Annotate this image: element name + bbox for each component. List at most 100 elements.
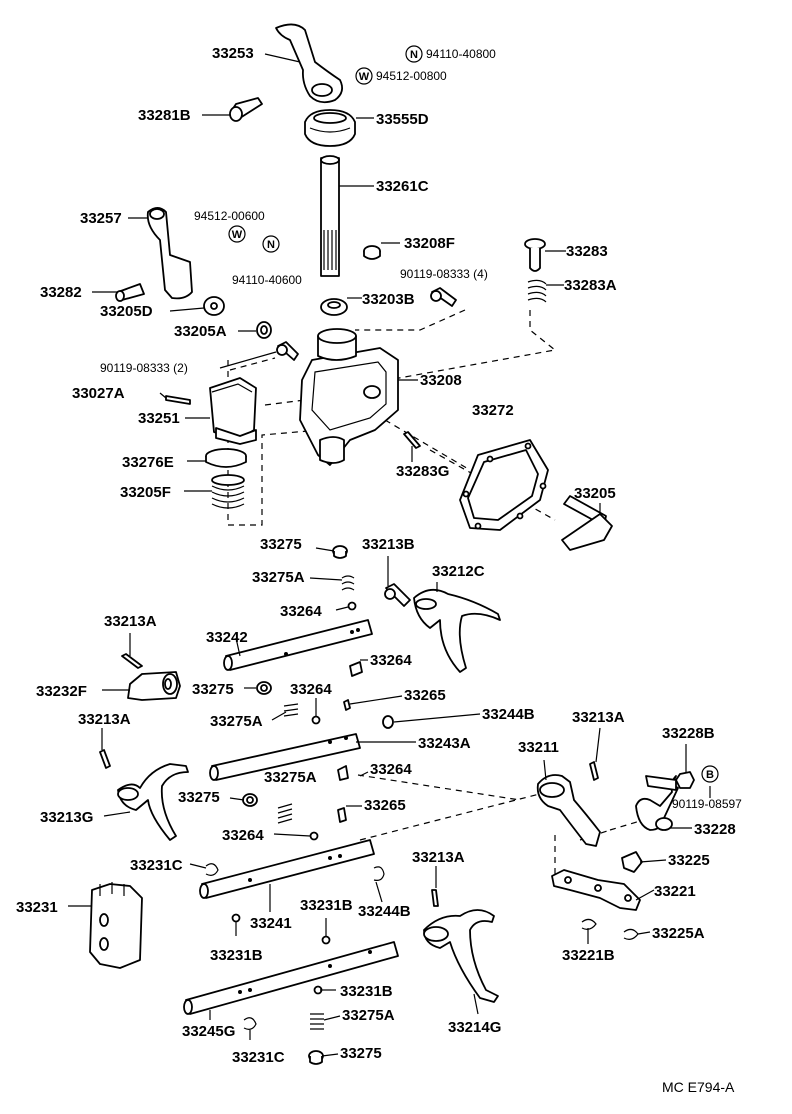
part-33231-block: [89, 882, 143, 969]
label-33275A-c: 33275A: [264, 769, 317, 786]
part-33211-lever: [536, 774, 601, 847]
part-33228B-nut: [675, 771, 695, 789]
part-33244B-clip-b: [373, 866, 385, 881]
label-33214G: 33214G: [448, 1019, 501, 1036]
svg-text:N: N: [410, 49, 418, 61]
part-33221-plate: [551, 869, 641, 911]
part-33212C-fork: [413, 588, 501, 673]
part-33245G-rod: [183, 941, 399, 1015]
part-90119-bolt-lower: [276, 341, 299, 361]
label-33208F: 33208F: [404, 235, 455, 252]
part-33213A-pin-a: [121, 653, 143, 669]
label-33203B: 33203B: [362, 291, 415, 308]
label-94110-40600: 94110-40600: [232, 273, 302, 287]
diagram-id: MC E794-A: [662, 1079, 735, 1095]
label-33282: 33282: [40, 284, 82, 301]
label-33264-c: 33264: [290, 681, 332, 698]
label-33232F: 33232F: [36, 683, 87, 700]
part-33213A-pin-c: [589, 761, 599, 781]
symbol-w-mid: W: [228, 225, 246, 243]
symbol-n-upper: N: [405, 45, 423, 63]
part-33231C-clip-b: [243, 1017, 257, 1030]
label-33264-d: 33264: [370, 761, 412, 778]
svg-text:W: W: [232, 229, 243, 241]
part-33281B-bolt: [229, 97, 263, 122]
label-94512-00600: 94512-00600: [194, 209, 265, 223]
label-33264-a: 33264: [280, 603, 322, 620]
part-33225A-clip: [623, 928, 639, 940]
label-33275A-d: 33275A: [342, 1007, 395, 1024]
label-33231C-a: 33231C: [130, 857, 183, 874]
part-90119-bolt-upper: [430, 287, 457, 307]
label-33264-b: 33264: [370, 652, 412, 669]
label-33242: 33242: [206, 629, 248, 646]
label-33243A: 33243A: [418, 735, 471, 752]
label-33225: 33225: [668, 852, 710, 869]
label-33281B: 33281B: [138, 107, 191, 124]
part-33275-plug-upper: [332, 545, 348, 559]
part-33264-ball-c: [311, 715, 321, 725]
part-33225-piece: [621, 851, 643, 873]
label-33213A-b: 33213A: [78, 711, 131, 728]
label-33231: 33231: [16, 899, 58, 916]
part-33261C-shaft: [320, 155, 340, 277]
part-33213B-bolt: [384, 583, 411, 607]
part-33213G-fork: [117, 763, 189, 841]
part-33242-rod: [223, 619, 373, 671]
part-33275-plug-c: [242, 793, 258, 807]
label-33261C: 33261C: [376, 178, 429, 195]
label-33257: 33257: [80, 210, 122, 227]
label-33205D: 33205D: [100, 303, 153, 320]
label-33283: 33283: [566, 243, 608, 260]
label-33212C: 33212C: [432, 563, 485, 580]
label-33205A: 33205A: [174, 323, 227, 340]
part-33264-ball-e: [309, 831, 319, 841]
part-33241-rod: [199, 839, 375, 899]
part-33205D-washer: [203, 296, 225, 316]
label-33275A-b: 33275A: [210, 713, 263, 730]
part-33264-ball-a: [347, 601, 357, 611]
label-33275-c: 33275: [178, 789, 220, 806]
label-33244B-b: 33244B: [358, 903, 411, 920]
part-33283-pin: [524, 238, 546, 272]
part-33276E-cup: [205, 448, 247, 468]
symbol-w-upper: W: [355, 67, 373, 85]
label-33211: 33211: [518, 739, 559, 756]
part-33283A-spring: [527, 279, 547, 303]
label-33253: 33253: [212, 45, 254, 62]
label-33208: 33208: [420, 372, 462, 389]
svg-text:B: B: [706, 769, 714, 781]
part-33231C-clip-a: [205, 863, 219, 876]
part-33257-lever: [146, 207, 193, 300]
label-33275-b: 33275: [192, 681, 234, 698]
label-33283G: 33283G: [396, 463, 449, 480]
symbol-n-mid: N: [262, 235, 280, 253]
part-33244B-clip-a: [382, 715, 394, 729]
part-33243A-rod: [209, 733, 361, 781]
label-94110-40800: 94110-40800: [426, 47, 496, 61]
label-33231B-c: 33231B: [340, 983, 393, 1000]
label-33265-a: 33265: [404, 687, 446, 704]
label-33213A-d: 33213A: [412, 849, 465, 866]
part-33282-pin: [115, 283, 145, 302]
part-33275A-spring-c: [277, 803, 293, 824]
label-33231B-b: 33231B: [210, 947, 263, 964]
part-33231B-ball-b: [321, 935, 331, 945]
part-33555D-boot: [304, 109, 356, 147]
part-33228-lever: [635, 775, 679, 831]
label-33555D: 33555D: [376, 111, 429, 128]
part-33251-body: [209, 377, 257, 445]
label-33221: 33221: [654, 883, 696, 900]
label-33221B: 33221B: [562, 947, 615, 964]
label-33244B-a: 33244B: [482, 706, 535, 723]
label-33283A: 33283A: [564, 277, 617, 294]
label-33213B: 33213B: [362, 536, 415, 553]
part-33203B-seal: [320, 298, 348, 316]
label-33225A: 33225A: [652, 925, 705, 942]
label-33264-e: 33264: [222, 827, 264, 844]
part-33208F-cap: [363, 245, 381, 260]
part-33265-pin-b: [337, 807, 347, 823]
part-33027A-pin: [165, 395, 191, 405]
part-33283G-pin: [403, 431, 421, 449]
